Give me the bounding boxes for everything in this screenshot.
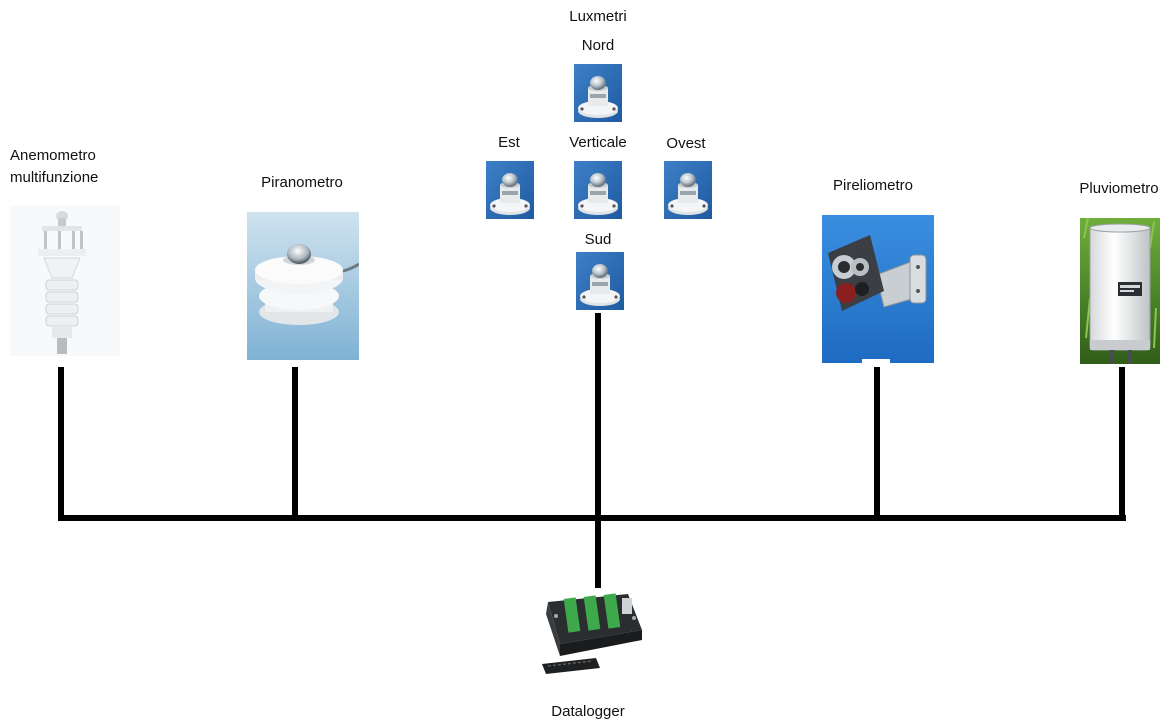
- pluviometro-label: Pluviometro: [1079, 180, 1159, 197]
- luxmeter-nord-image: [574, 64, 622, 122]
- piranometro-label: Piranometro: [261, 174, 343, 191]
- anemometro-label-line1: Anemometro: [10, 147, 96, 164]
- luxmetri-title: Luxmetri: [569, 8, 627, 25]
- anemometro-label: Anemometro multifunzione: [10, 145, 98, 189]
- pluviometro-image: [1080, 218, 1160, 364]
- datalogger-image: [536, 588, 646, 682]
- luxmeter-sud-image: [576, 252, 624, 310]
- lux-ovest-label: Ovest: [666, 135, 706, 152]
- pireliometro-label: Pireliometro: [832, 177, 914, 194]
- anemometro-image: [10, 206, 120, 356]
- anemometro-label-line2: multifunzione: [10, 169, 99, 186]
- piranometro-image: [247, 212, 359, 360]
- lux-est-label: Est: [498, 134, 520, 151]
- lux-sud-label: Sud: [584, 231, 612, 248]
- luxmeter-ovest-image: [664, 161, 712, 219]
- luxmeter-est-image: [486, 161, 534, 219]
- luxmeter-verticale-image: [574, 161, 622, 219]
- datalogger-label: Datalogger: [551, 703, 625, 720]
- lux-verticale-label: Verticale: [569, 134, 627, 151]
- pireliometro-image: [822, 215, 934, 363]
- lux-nord-label: Nord: [581, 37, 615, 54]
